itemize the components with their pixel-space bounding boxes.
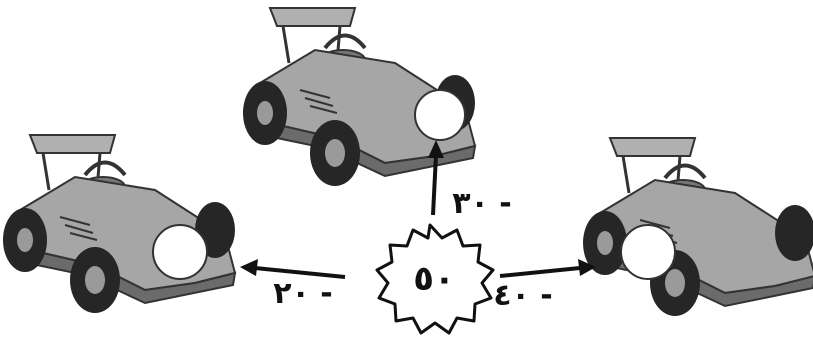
race-car-icon — [3, 135, 235, 313]
branch-label-top: ٣٠ - — [452, 186, 512, 221]
answer-circle-right[interactable] — [621, 225, 675, 279]
branch-label-right: ٤٠ - — [493, 278, 553, 313]
branch-label-left: ٢٠ - — [273, 276, 333, 311]
answer-circle-left[interactable] — [153, 225, 207, 279]
arrow-left — [240, 259, 345, 277]
race-car-left — [3, 135, 235, 313]
race-car-right — [583, 138, 813, 316]
center-value: ٥٠ — [413, 259, 455, 299]
arrow-right — [500, 259, 596, 276]
race-car-icon — [583, 138, 813, 316]
answer-circle-top[interactable] — [415, 90, 465, 140]
